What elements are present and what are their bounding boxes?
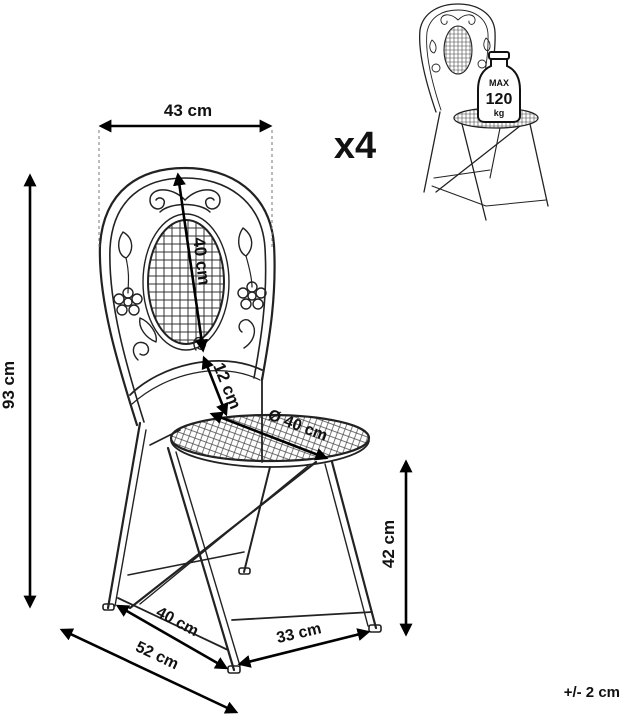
leg-rear-right-inner [324, 463, 369, 627]
leg-rear-left [243, 466, 271, 573]
leg-front-left [106, 421, 142, 610]
thumb-woven-oval [443, 25, 473, 75]
max-load-badge: MAX 120 kg [477, 51, 521, 123]
dim-rear-span-line [237, 628, 371, 668]
thumb-top-scroll [440, 14, 476, 25]
thumb-stretcher-3 [433, 169, 491, 179]
center-top-curl [159, 203, 211, 213]
thumb-backrest-inner [426, 9, 489, 111]
dim-backrest-line [173, 172, 208, 353]
ornament-stem-right [245, 255, 253, 288]
flower-left [113, 287, 143, 316]
thumb-leg-1 [423, 111, 441, 193]
dim-backrest-seat-line [201, 355, 229, 417]
leg-front-left-inner [114, 429, 147, 607]
backrest-lower-rail-inner [131, 370, 261, 405]
weight-icon [477, 57, 521, 123]
thumb-stretcher-2 [485, 199, 547, 207]
dimension-lines [23, 119, 413, 714]
dim-seat-diameter-line [209, 411, 329, 461]
flower-right [237, 281, 267, 310]
stretcher-mid [127, 551, 245, 576]
leaf-right [238, 227, 253, 257]
swirl-left [132, 341, 150, 361]
thumb-leg-4 [435, 125, 521, 193]
backrest-lower-rail [129, 359, 263, 396]
quantity-label: x4 [334, 125, 376, 167]
foot-3 [238, 567, 251, 575]
thumb-leg-5 [489, 127, 501, 179]
dimension-labels: 43 cm 93 cm 40 cm 12 cm Ø 40 cm 42 cm 40… [0, 101, 398, 673]
stretcher-low-side [231, 611, 373, 621]
max-load-unit: kg [494, 108, 505, 118]
leg-cross-b-inner [139, 465, 309, 605]
label-width: 43 cm [164, 101, 212, 120]
leaf-lower-left [139, 317, 157, 343]
top-scroll-left [149, 189, 186, 210]
max-load-value: 120 [486, 91, 513, 108]
main-chair-drawing [98, 166, 382, 674]
thumb-flower-right [477, 59, 487, 69]
thumb-flower-left [431, 63, 441, 73]
tolerance-label: +/- 2 cm [564, 684, 620, 701]
thumb-leg-3 [529, 123, 549, 207]
leg-rear-right [330, 460, 378, 630]
thumb-leaf-right [483, 37, 491, 52]
top-scroll-right [184, 189, 221, 210]
ornament-stem-left [125, 257, 130, 294]
leaf-left [118, 231, 133, 259]
swirl-right [238, 319, 255, 349]
label-rear-span: 33 cm [275, 620, 323, 647]
dim-depth-outer-line [59, 628, 239, 714]
thumb-stretcher-1 [431, 185, 487, 207]
max-load-prefix: MAX [489, 78, 509, 88]
label-seat-height: 42 cm [379, 520, 398, 568]
label-depth-inner: 40 cm [153, 604, 201, 640]
label-height: 93 cm [0, 361, 18, 409]
stretcher-upper [149, 429, 181, 446]
backrest-outer-frame [98, 166, 276, 427]
foot-1 [102, 603, 115, 611]
weight-icon-handle [488, 51, 510, 60]
thumb-leaf-left [429, 39, 437, 54]
